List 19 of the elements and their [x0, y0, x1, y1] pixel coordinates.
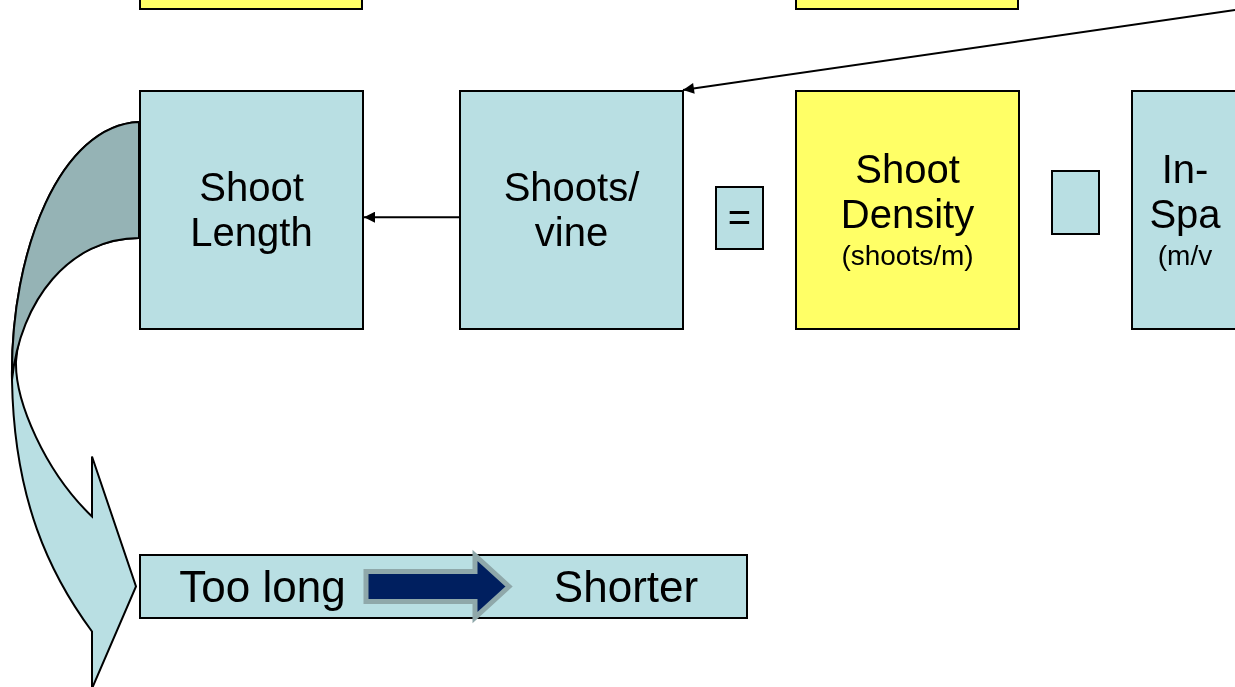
unit-label: (m/v [1157, 239, 1213, 273]
box-label: = [727, 195, 752, 241]
process-box [795, 90, 1020, 330]
block-arrow [363, 549, 513, 624]
text-label: Too long [179, 561, 346, 612]
text-label: Shorter [553, 561, 699, 612]
arrow [682, 9, 1235, 94]
process-box [1131, 90, 1235, 330]
box-label: Shoot Density [839, 147, 976, 238]
unit-label: (shoots/m) [841, 239, 974, 273]
operator-box [1051, 170, 1100, 235]
operator-box [715, 186, 764, 250]
curved-block-arrow [11, 121, 140, 687]
box-label: Shoot Length [189, 164, 314, 256]
box-label: In- Spa [1148, 147, 1222, 238]
process-box [459, 90, 684, 330]
box-label: Shoots/ vine [502, 164, 641, 256]
process-box [139, 90, 364, 330]
arrow [363, 211, 460, 223]
